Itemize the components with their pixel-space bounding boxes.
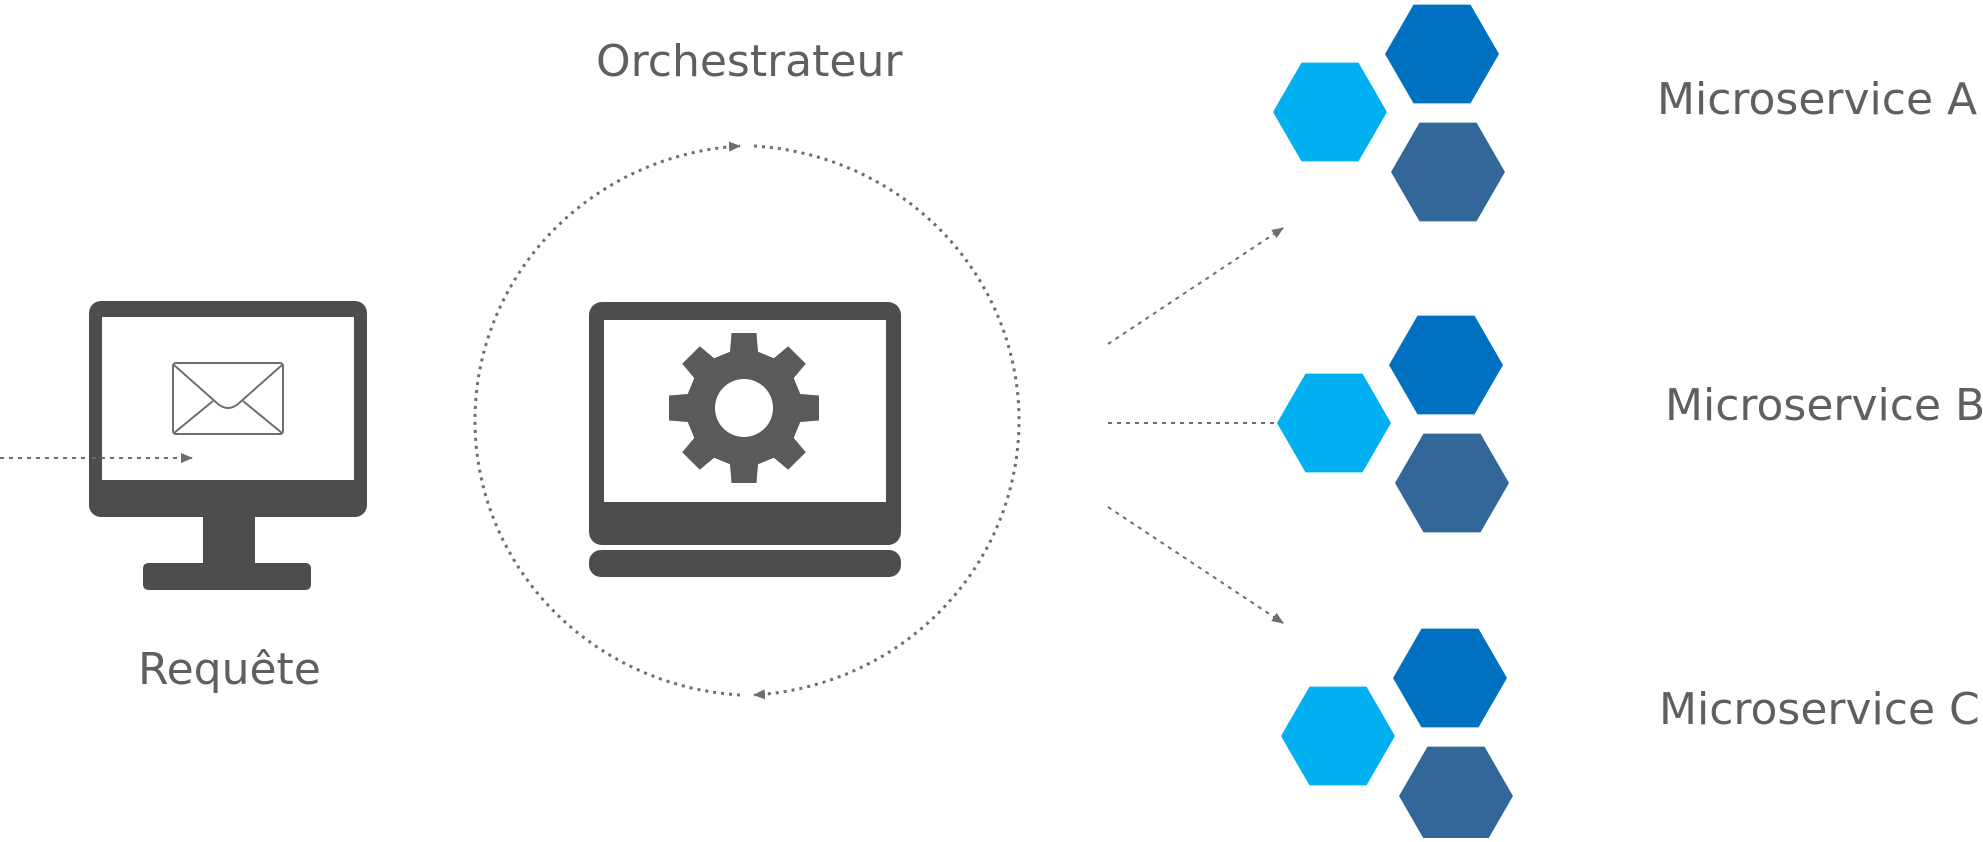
envelope-icon: [172, 362, 284, 435]
hexagon-top: [1393, 628, 1507, 728]
dispatch-arrow-c: [1107, 506, 1284, 624]
hexagon-cluster-icon: [1277, 315, 1509, 533]
hexagon-left: [1277, 373, 1391, 473]
hexagon-left: [1281, 686, 1395, 786]
hexagon-cluster-icon: [1273, 4, 1505, 222]
dispatch-arrow-a: [1107, 227, 1284, 345]
hexagon-top: [1385, 4, 1499, 104]
hexagon-cluster-icon: [1281, 628, 1513, 842]
hexagon-bottom: [1399, 746, 1513, 842]
hexagon-bottom: [1391, 122, 1505, 222]
hexagon-top: [1389, 315, 1503, 415]
orchestrator-label: Orchestrateur: [596, 36, 903, 87]
hexagon-bottom: [1395, 433, 1509, 533]
microservice-a-label: Microservice A: [1657, 74, 1978, 125]
hexagon-left: [1273, 62, 1387, 162]
request-label: Requête: [138, 644, 321, 695]
monitor-icon: [89, 301, 367, 590]
microservice-b-label: Microservice B: [1665, 380, 1983, 431]
microservice-c-label: Microservice C: [1659, 684, 1980, 735]
gear-icon: [669, 333, 819, 483]
